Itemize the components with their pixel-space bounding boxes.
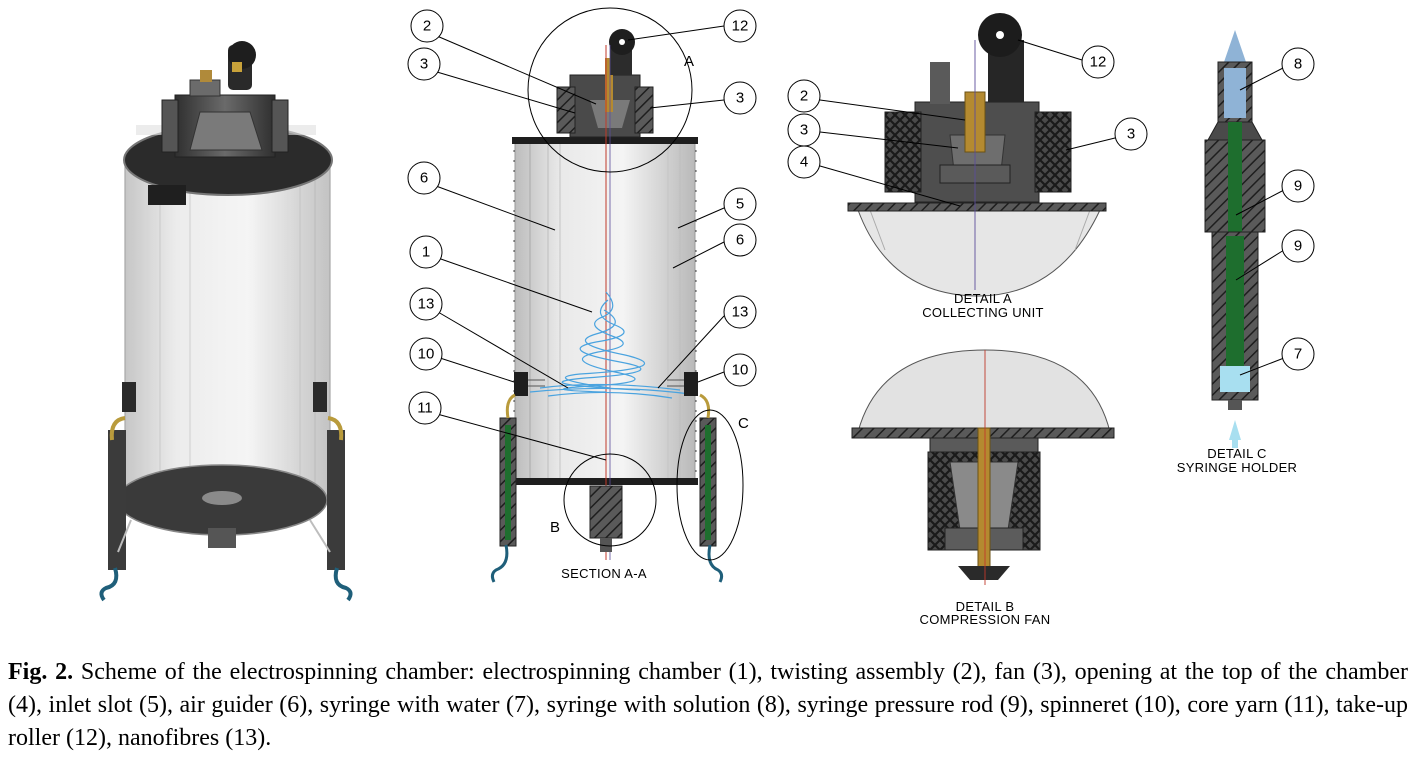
- detail-a-drawing: DETAIL A COLLECTING UNIT: [847, 13, 1107, 320]
- water-tube-left: [99, 567, 119, 602]
- callout-13-left: 13: [418, 296, 435, 313]
- detail-b-title: DETAIL B: [956, 599, 1015, 614]
- callout-3-right: 3: [736, 90, 744, 107]
- figure-caption-text: Scheme of the electrospinning chamber: e…: [8, 659, 1408, 751]
- detail-c-title: DETAIL C: [1207, 446, 1266, 461]
- callout-10-left: 10: [418, 346, 435, 363]
- section-callouts: [407, 9, 757, 461]
- water-tube-right: [333, 567, 353, 602]
- callout-11: 11: [417, 400, 433, 417]
- callout-10-right: 10: [732, 362, 749, 379]
- syringe-callout-9-upper: 9: [1294, 178, 1302, 195]
- detail-a-title: DETAIL A: [954, 291, 1012, 306]
- detail-b-subtitle: COMPRESSION FAN: [920, 612, 1051, 627]
- chamber-3d-render: [99, 41, 353, 602]
- detail-c-callouts: [1235, 47, 1315, 376]
- detail-c-drawing: DETAIL C SYRINGE HOLDER: [1177, 30, 1298, 475]
- detail-b-marker-circle: [563, 453, 657, 547]
- detail-callout-4: 4: [800, 154, 808, 171]
- callout-5: 5: [736, 196, 744, 213]
- detail-c-subtitle: SYRINGE HOLDER: [1177, 460, 1298, 475]
- detail-a-marker-circle: [527, 7, 693, 173]
- detail-c-marker-ellipse: [676, 409, 744, 561]
- nanofibres-section: [529, 291, 691, 399]
- syringe-callout-7: 7: [1294, 346, 1302, 363]
- section-marker-c: C: [738, 415, 749, 432]
- detail-c-callout-numbers: 8 9 9 7: [1294, 56, 1302, 363]
- callout-12: 12: [732, 18, 749, 35]
- detail-callout-3-left: 3: [800, 122, 808, 139]
- callout-13-right: 13: [732, 304, 749, 321]
- callout-6-left: 6: [420, 170, 428, 187]
- section-title: SECTION A-A: [561, 566, 647, 581]
- callout-3-left: 3: [420, 56, 428, 73]
- callout-2: 2: [423, 18, 431, 35]
- callout-1: 1: [422, 244, 430, 261]
- detail-a-callout-numbers: 2 3 4 12 3: [800, 54, 1135, 171]
- detail-a-callouts: [787, 39, 1148, 207]
- section-marker-b: B: [550, 519, 560, 536]
- syringe-callout-9-lower: 9: [1294, 238, 1302, 255]
- figure-caption-label: Fig. 2.: [8, 659, 74, 685]
- callout-6-right: 6: [736, 232, 744, 249]
- detail-callout-12: 12: [1090, 54, 1107, 71]
- electrospinning-scheme-figure: A B C SECTION A-A 2 3 12 3: [99, 7, 1315, 627]
- section-callout-numbers: 2 3 12 3 6 5 6 1 13 13 10 10 11: [417, 18, 748, 417]
- syringe-callout-8: 8: [1294, 56, 1302, 73]
- detail-a-subtitle: COLLECTING UNIT: [922, 305, 1044, 320]
- detail-callout-2: 2: [800, 88, 808, 105]
- section-marker-a: A: [684, 53, 694, 70]
- figure-caption: Fig. 2. Scheme of the electrospinning ch…: [8, 656, 1408, 755]
- detail-callout-3-right: 3: [1127, 126, 1135, 143]
- section-a-a-drawing: A B C SECTION A-A: [490, 7, 749, 583]
- detail-b-drawing: DETAIL B COMPRESSION FAN: [851, 349, 1115, 627]
